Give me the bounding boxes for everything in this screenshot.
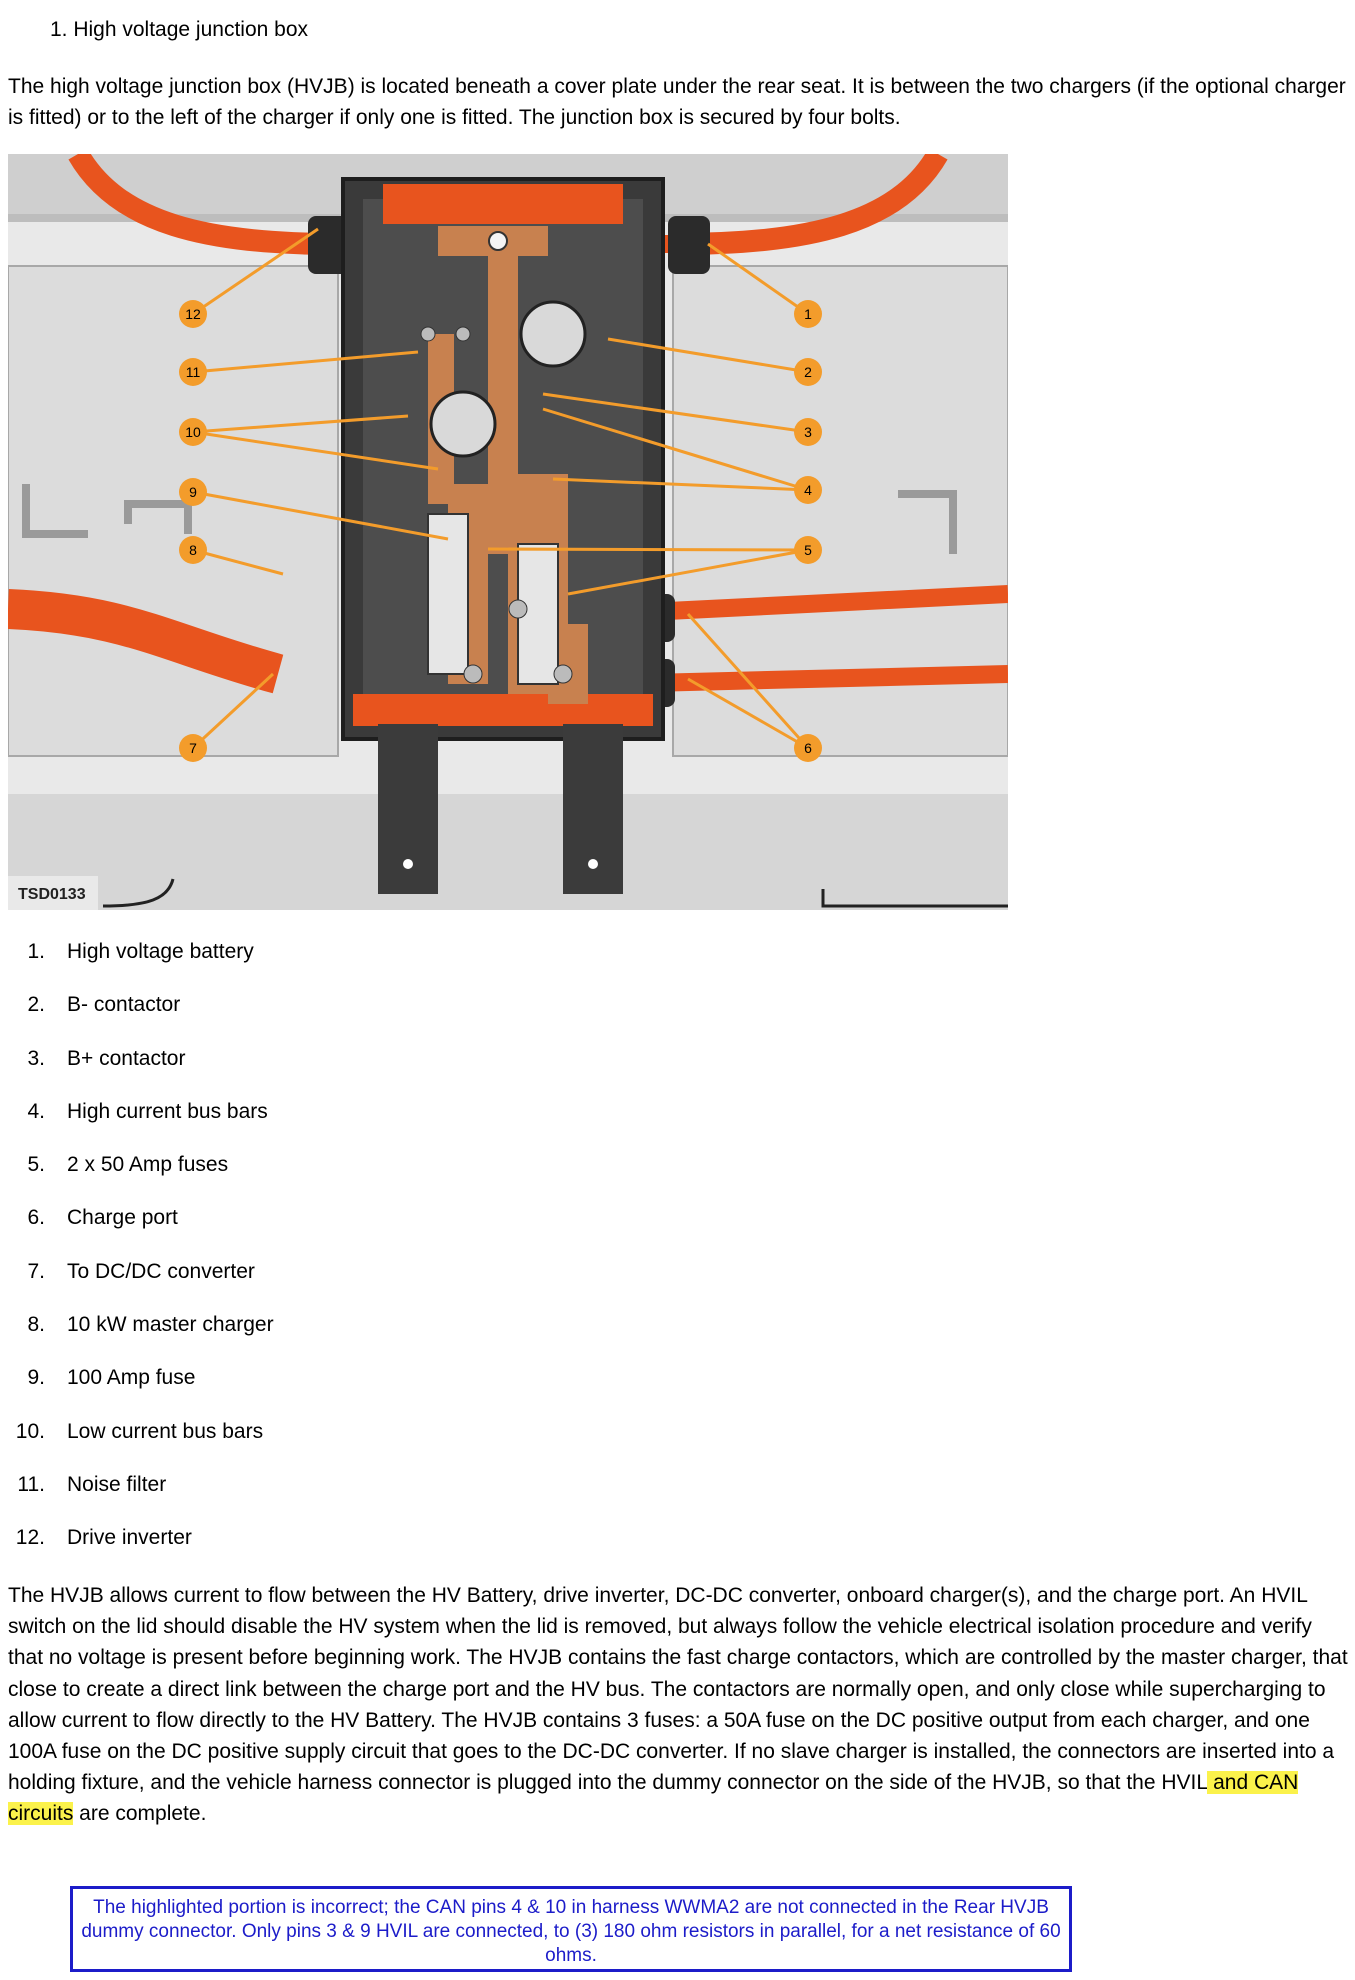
legend-item: 2. B- contactor	[0, 993, 600, 1046]
legend-text: 10 kW master charger	[67, 1313, 274, 1337]
body-tail-text: are complete.	[73, 1802, 207, 1826]
callout-label: 6	[804, 740, 812, 756]
legend-list: 1. High voltage battery 2. B- contactor 3.…	[0, 940, 600, 1580]
legend-text: 2 x 50 Amp fuses	[67, 1153, 229, 1177]
section-heading: 1. High voltage junction box	[50, 18, 308, 41]
figure-label: TSD0133	[18, 886, 86, 903]
legend-number: 1.	[27, 940, 45, 963]
legend-number: 4.	[27, 1099, 45, 1123]
legend-number: 11.	[17, 1472, 45, 1496]
legend-number: 2.	[27, 993, 45, 1017]
callout-5: 5	[794, 536, 822, 564]
legend-item: 11. Noise filter	[0, 1473, 600, 1526]
legend-item: 4. High current bus bars	[0, 1100, 600, 1153]
legend-item: 10. Low current bus bars	[0, 1420, 600, 1473]
callout-3: 3	[794, 418, 822, 446]
callout-label: 11	[186, 364, 201, 380]
legend-text: High voltage battery	[67, 940, 254, 963]
callout-11: 11	[179, 358, 207, 386]
legend-text: High current bus bars	[67, 1099, 268, 1123]
callout-6: 6	[794, 734, 822, 762]
legend-item: 3. B+ contactor	[0, 1047, 600, 1100]
callout-8: 8	[179, 536, 207, 564]
callout-label: 2	[804, 364, 812, 380]
callout-label: 3	[804, 424, 812, 440]
callout-label: 5	[804, 542, 812, 558]
legend-text: Low current bus bars	[67, 1419, 264, 1443]
legend-text: Drive inverter	[67, 1526, 192, 1550]
legend-item: 5. 2 x 50 Amp fuses	[0, 1153, 600, 1206]
callout-label: 10	[185, 424, 201, 440]
legend-text: Noise filter	[67, 1472, 167, 1496]
callout-7: 7	[179, 734, 207, 762]
legend-item: 9. 100 Amp fuse	[0, 1366, 600, 1419]
fuse	[427, 513, 469, 675]
callout-12: 12	[179, 300, 207, 328]
legend-item: 7. To DC/DC converter	[0, 1260, 600, 1313]
legend-text: B- contactor	[67, 993, 181, 1017]
body-paragraph: The HVJB allows current to flow between …	[8, 1580, 1348, 1830]
legend-item: 6. Charge port	[0, 1206, 600, 1259]
legend-item: 8. 10 kW master charger	[0, 1313, 600, 1366]
legend-item: 1. High voltage battery	[0, 940, 600, 993]
callout-1: 1	[794, 300, 822, 328]
body-main-text: The HVJB allows current to flow between …	[8, 1584, 1348, 1795]
legend-number: 8.	[27, 1313, 45, 1337]
callout-4: 4	[794, 476, 822, 504]
correction-note: The highlighted portion is incorrect; th…	[70, 1886, 1072, 1972]
callout-10: 10	[179, 418, 207, 446]
legend-text: To DC/DC converter	[67, 1259, 255, 1283]
legend-number: 5.	[27, 1153, 45, 1177]
callout-label: 1	[804, 306, 812, 322]
callout-label: 7	[189, 740, 197, 756]
callout-label: 9	[189, 484, 197, 500]
intro-paragraph: The high voltage junction box (HVJB) is …	[8, 75, 1346, 129]
callout-9: 9	[179, 478, 207, 506]
left-charger-panel	[8, 265, 339, 757]
callout-label: 12	[185, 306, 201, 322]
legend-number: 7.	[27, 1259, 45, 1283]
callout-label: 4	[804, 482, 812, 498]
contactor	[519, 300, 587, 368]
legend-number: 12.	[15, 1526, 45, 1550]
legend-text: 100 Amp fuse	[67, 1366, 196, 1390]
legend-number: 9.	[27, 1366, 45, 1390]
callout-2: 2	[794, 358, 822, 386]
callout-label: 8	[189, 542, 197, 558]
legend-item: 12. Drive inverter	[0, 1526, 600, 1579]
contactor	[429, 390, 497, 458]
legend-text: Charge port	[67, 1206, 178, 1230]
legend-number: 10.	[15, 1419, 45, 1443]
legend-number: 3.	[27, 1046, 45, 1070]
hvjb-figure: 1 2 3 4 5 6 7 8 9 10 11 12 TSD0133	[8, 154, 1008, 910]
legend-number: 6.	[27, 1206, 45, 1230]
legend-text: B+ contactor	[67, 1046, 186, 1070]
